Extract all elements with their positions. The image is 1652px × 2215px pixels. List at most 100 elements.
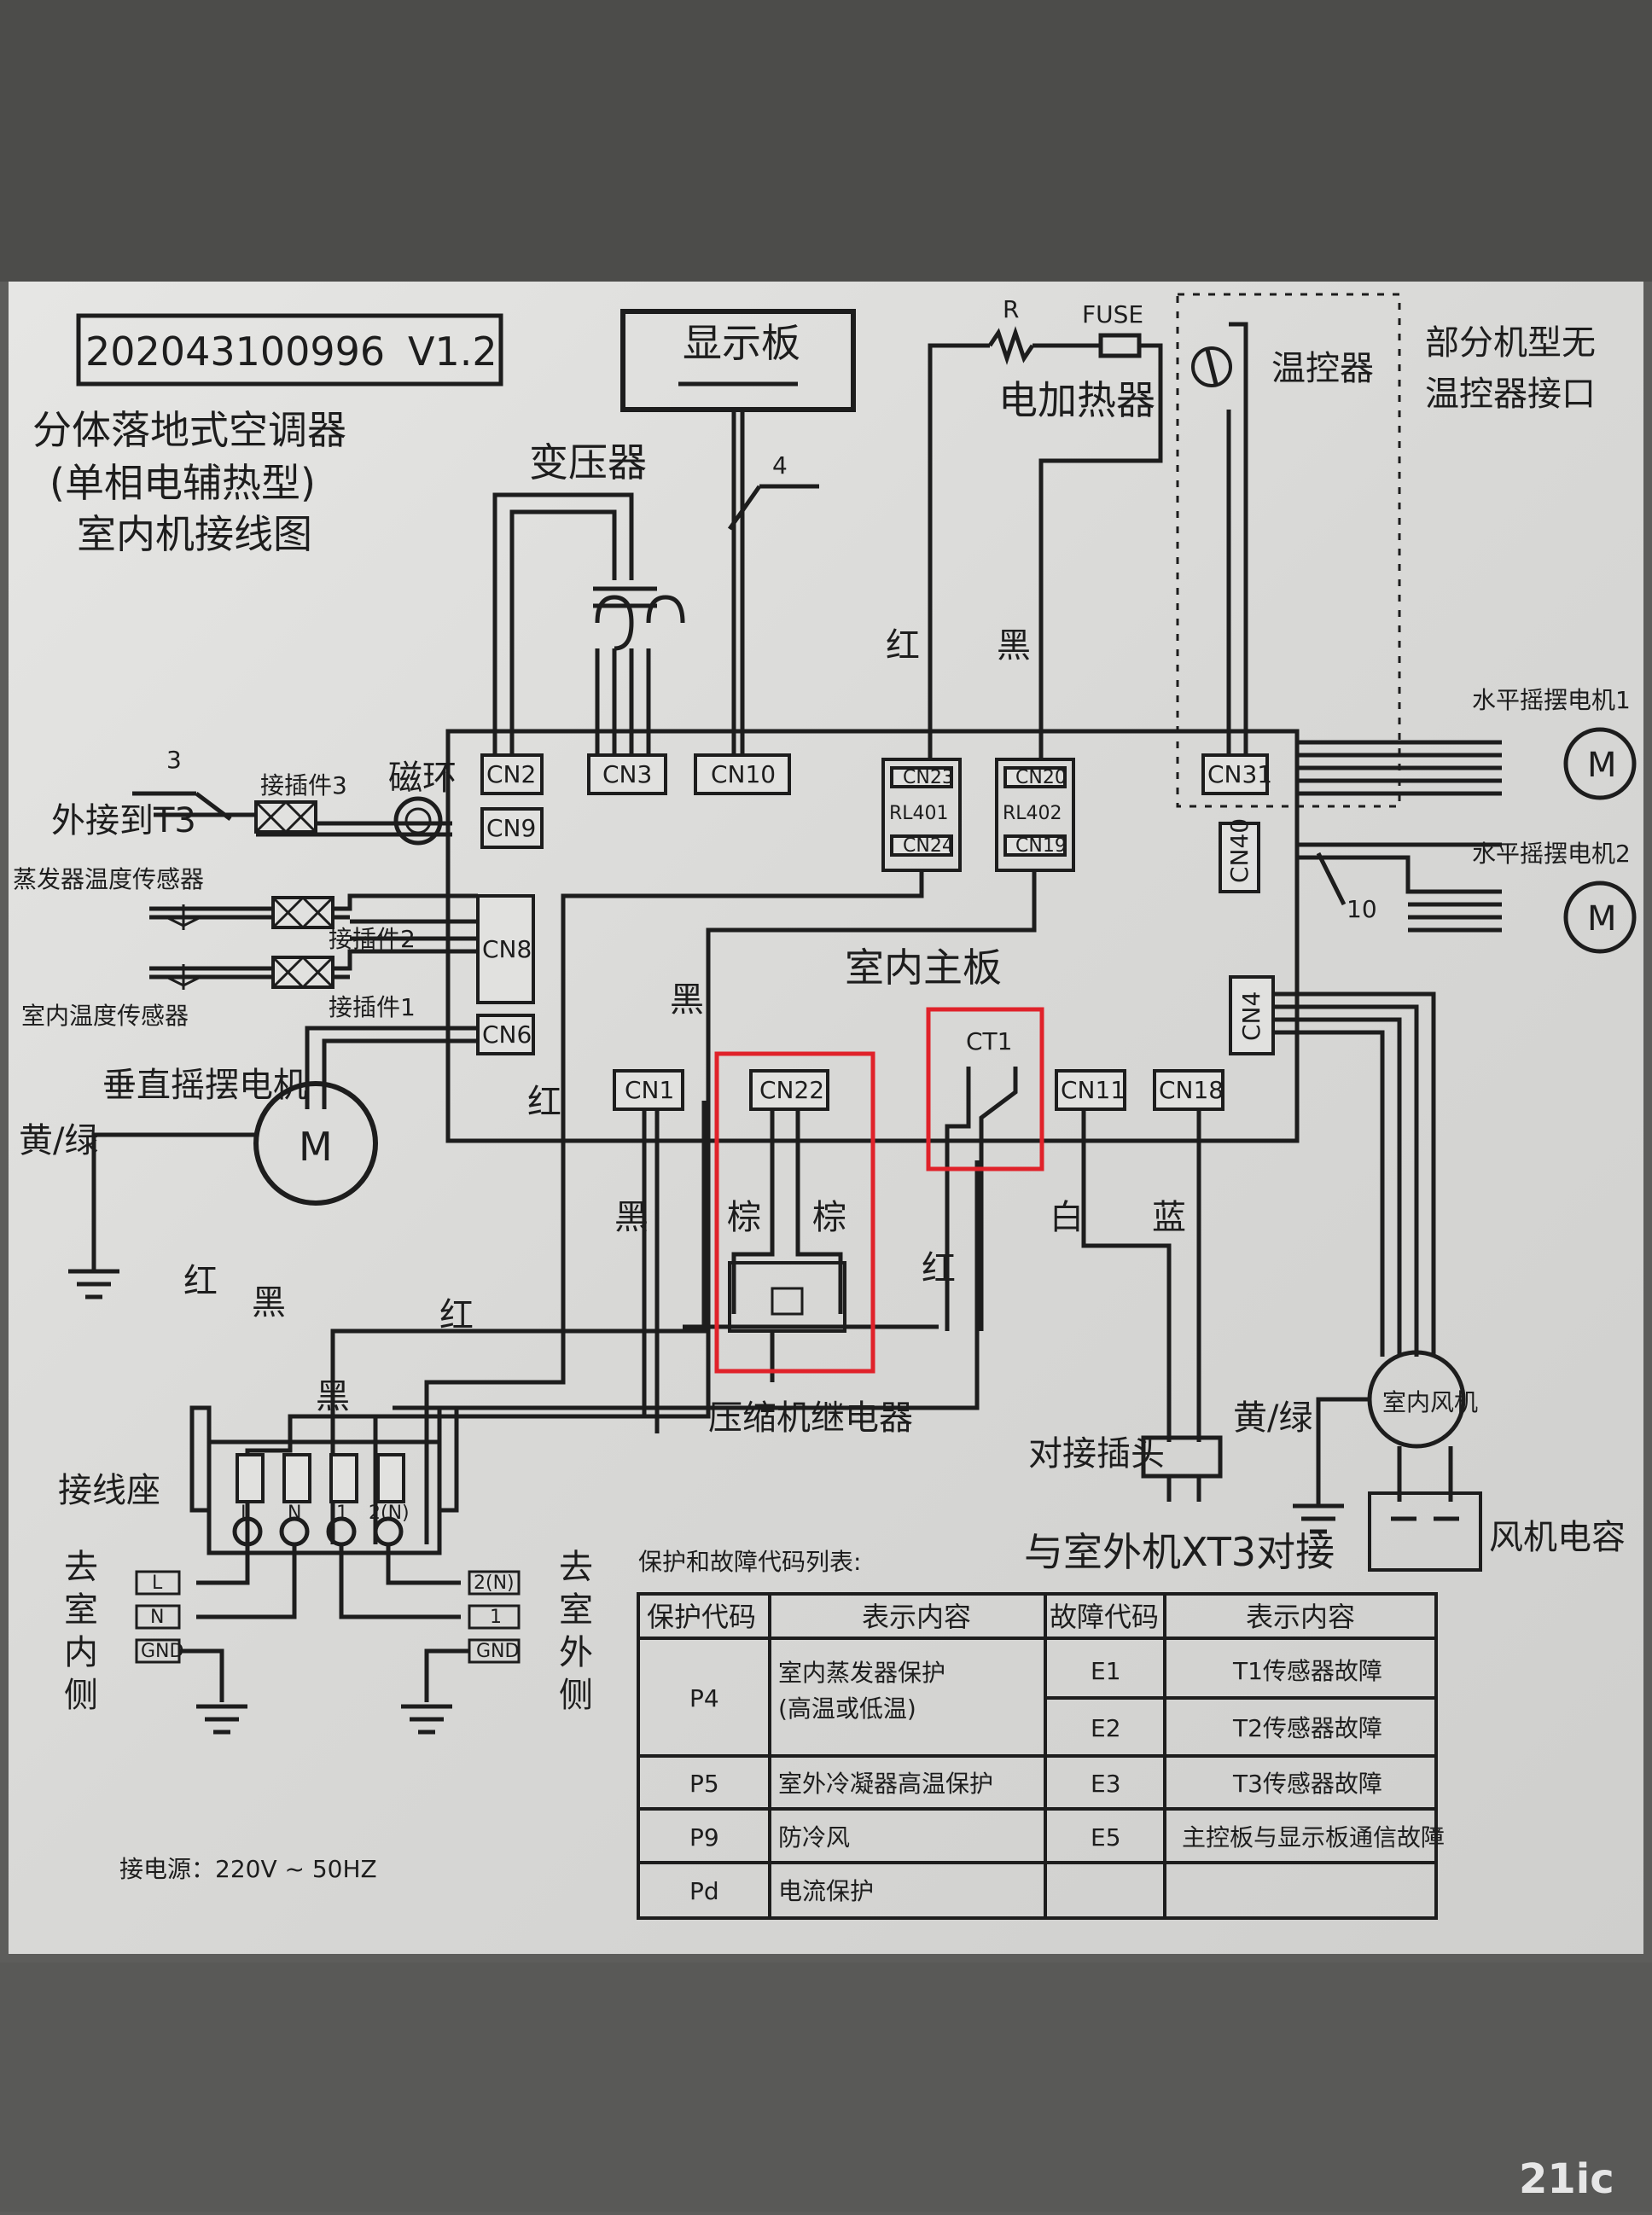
table-row-p5-code: P5 — [689, 1770, 719, 1798]
wire-count-swing: 10 — [1347, 895, 1377, 923]
table-row-e3-desc: T3传感器故障 — [1232, 1770, 1382, 1798]
wires — [68, 293, 1637, 1735]
table-row-p4-desc1: 室内蒸发器保护 — [778, 1659, 945, 1687]
wire-red-main: 红 — [527, 1083, 561, 1122]
table-row-p4-desc2: (高温或低温) — [778, 1695, 916, 1723]
table-row-p4-code: P4 — [689, 1684, 719, 1712]
codes-table-grid — [637, 1592, 1438, 1920]
wire-black-bottom: 黑 — [316, 1377, 350, 1416]
yellow-green-left-label: 黄/绿 — [19, 1121, 98, 1160]
connector1-label: 接插件1 — [329, 993, 416, 1021]
to-indoor-1: 去 — [64, 1548, 98, 1587]
connector-cn6: CN6 — [482, 1020, 532, 1049]
table-row-e2-code: E2 — [1091, 1714, 1121, 1742]
watermark: 21ic — [1519, 2155, 1614, 2203]
terminal-1: 1 — [336, 1503, 348, 1524]
paper-label — [9, 282, 1643, 1954]
table-row-e2-desc: T2传感器故障 — [1232, 1714, 1382, 1742]
connector-cn24: CN24 — [903, 835, 954, 857]
connector-cn18: CN18 — [1159, 1076, 1224, 1104]
title-line1: 分体落地式空调器 — [32, 407, 346, 453]
heater-label: 电加热器 — [998, 377, 1155, 423]
connector-boxes — [236, 753, 1275, 1503]
connector3-label: 接插件3 — [260, 771, 347, 799]
connector-cn2: CN2 — [486, 760, 536, 788]
wire-red-ct1: 红 — [922, 1249, 956, 1288]
left-tag-l: L — [152, 1573, 163, 1594]
left-tag-gnd: GND — [141, 1641, 183, 1662]
terminal-n: N — [288, 1503, 301, 1524]
to-outdoor-2: 室 — [559, 1590, 593, 1630]
fuse-label: FUSE — [1082, 300, 1143, 328]
connector-cn23: CN23 — [903, 767, 954, 788]
wire-black-left: 黑 — [252, 1283, 286, 1323]
table-header-fault-desc: 表示内容 — [1246, 1601, 1355, 1633]
connector-cn3: CN3 — [602, 760, 652, 788]
table-row-pd-code: Pd — [689, 1877, 719, 1905]
table-row-e1-desc: T1传感器故障 — [1232, 1657, 1382, 1685]
table-row-e5-code: E5 — [1091, 1823, 1121, 1852]
vswing-motor-label: 垂直摇摆电机 — [102, 1066, 307, 1105]
to-indoor-4: 侧 — [64, 1676, 98, 1715]
transformer-label: 变压器 — [529, 439, 647, 485]
wire-brown-1: 棕 — [727, 1198, 761, 1237]
connector-cn10: CN10 — [711, 760, 776, 788]
thermostat-label: 温控器 — [1271, 349, 1374, 388]
connector-cn11: CN11 — [1061, 1076, 1126, 1104]
terminal-l: L — [241, 1503, 252, 1524]
table-row-e1-code: E1 — [1091, 1657, 1121, 1685]
table-header-fault-code: 故障代码 — [1050, 1601, 1159, 1633]
terminal-2n: 2(N) — [369, 1503, 410, 1524]
codes-table-caption: 保护和故障代码列表: — [638, 1548, 861, 1576]
table-row-pd-desc: 电流保护 — [778, 1877, 874, 1905]
wire-black-heater: 黑 — [997, 626, 1031, 666]
to-outdoor-1: 去 — [559, 1548, 593, 1587]
casing-top — [0, 0, 1652, 282]
connector-cn40: CN40 — [1225, 818, 1254, 883]
thermostat-note-line2: 温控器接口 — [1425, 375, 1596, 414]
yellow-green-right-label: 黄/绿 — [1233, 1398, 1312, 1438]
table-row-p5-desc: 室外冷凝器高温保护 — [778, 1770, 993, 1798]
connector-cn1: CN1 — [625, 1076, 674, 1104]
display-board-label: 显示板 — [683, 320, 800, 366]
table-header-protection-code: 保护代码 — [647, 1601, 756, 1633]
terminal-block-label: 接线座 — [58, 1471, 160, 1510]
power-supply-label: 接电源：220V ~ 50HZ — [119, 1855, 377, 1883]
wire-black-cn1: 黑 — [614, 1198, 649, 1237]
wire-red-bottom: 红 — [439, 1296, 474, 1335]
hswing-motor1-m: M — [1587, 746, 1617, 785]
connector-cn20: CN20 — [1015, 767, 1067, 788]
thermostat-note-line1: 部分机型无 — [1425, 323, 1596, 363]
room-sensor-label: 室内温度传感器 — [21, 1002, 189, 1030]
wire-red-left: 红 — [183, 1262, 218, 1301]
wire-black-main: 黑 — [670, 980, 704, 1020]
table-row-e5-desc: 主控板与显示板通信故障 — [1182, 1823, 1445, 1852]
fan-capacitor-label: 风机电容 — [1489, 1518, 1626, 1557]
version: V1.2 — [408, 328, 497, 375]
connector-cn31: CN31 — [1207, 760, 1272, 788]
resistor-label: R — [1003, 295, 1019, 323]
highlight-box-compressor-relay — [714, 1051, 875, 1374]
wire-count-t3: 3 — [166, 746, 182, 774]
casing-bottom — [0, 1962, 1652, 2212]
evap-sensor-label: 蒸发器温度传感器 — [13, 865, 204, 893]
plug-crosses — [166, 796, 443, 990]
serial-box — [76, 313, 503, 387]
wire-brown-2: 棕 — [812, 1198, 846, 1237]
left-tag-n: N — [150, 1607, 164, 1628]
right-tag-1: 1 — [490, 1607, 502, 1628]
main-board-label: 室内主板 — [845, 945, 1002, 991]
wire-red-heater: 红 — [886, 626, 920, 666]
vswing-motor-m: M — [299, 1124, 333, 1170]
title-line2: (单相电辅热型) — [49, 460, 316, 506]
to-outdoor-3: 外 — [559, 1633, 593, 1672]
indoor-fan-label: 室内风机 — [1382, 1388, 1478, 1416]
table-row-e3-code: E3 — [1091, 1770, 1121, 1798]
relay-rl402: RL402 — [1003, 803, 1062, 824]
ext-t3-label: 外接到T3 — [51, 801, 196, 840]
connector-cn22: CN22 — [759, 1076, 824, 1104]
ferrite-label: 磁环 — [388, 759, 457, 798]
connector-ct1: CT1 — [966, 1027, 1012, 1055]
